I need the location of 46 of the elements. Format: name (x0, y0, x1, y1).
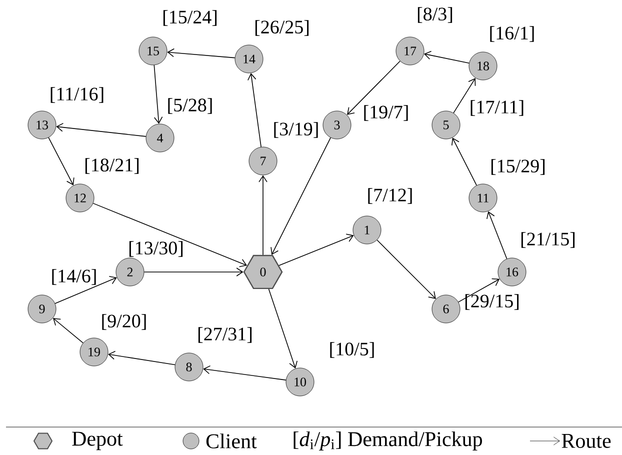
arrow (268, 288, 298, 369)
demand-pickup-label: [10/5] (330, 342, 374, 358)
arrow (144, 268, 244, 276)
demand-pickup-label: [14/6] (52, 269, 96, 285)
demand-pickup-label: [5/28] (168, 98, 212, 114)
arrow (48, 137, 74, 186)
demand-pickup-label: [15/24] (163, 10, 217, 26)
demand-pickup-label: [17/11] (470, 100, 524, 116)
arrow (258, 175, 268, 256)
demand-pickup-label: [9/20] (102, 314, 146, 330)
arrow (452, 138, 477, 186)
arrow (203, 365, 286, 380)
demand-pickup-label: [29/15] (465, 294, 519, 310)
demand-pickup-label: [26/25] (255, 20, 309, 36)
arrow (92, 202, 248, 268)
arrow (108, 350, 176, 366)
arrow (270, 137, 332, 255)
demand-pickup-label: [21/15] (521, 232, 575, 248)
demand-pickup-label: [8/3] (418, 7, 452, 23)
arrow (54, 276, 117, 304)
arrow (376, 240, 436, 299)
arrow (458, 278, 500, 302)
demand-pickup-label: [18/21] (85, 158, 139, 174)
arrow (52, 318, 84, 344)
legend-item: Route (530, 434, 611, 448)
arrow (154, 64, 163, 124)
depot-hexagon: 0 (243, 254, 283, 290)
demand-pickup-label: [15/29] (491, 159, 545, 175)
legend-item: Client (182, 432, 257, 450)
arrow (247, 73, 262, 148)
demand-pickup-label: [19/7] (364, 105, 408, 121)
demand-pickup-label: [11/16] (50, 87, 104, 103)
arrow (167, 48, 236, 58)
demand-pickup-label: [16/1] (490, 26, 534, 42)
demand-pickup-label: [13/30] (129, 241, 183, 257)
legend-item: Depot (33, 432, 123, 450)
arrow (453, 78, 476, 114)
arrow (278, 234, 354, 266)
legend-item: [d$_{i}$/p$_{i}$] Demand/Pickup (294, 431, 482, 450)
demand-pickup-label: [3/19] (274, 122, 318, 138)
arrow (486, 211, 508, 260)
demand-pickup-label: [7/12] (368, 188, 412, 204)
arrow (424, 50, 470, 64)
arrow (346, 60, 400, 115)
demand-pickup-label: [27/31] (198, 327, 252, 343)
arrow (56, 122, 146, 137)
